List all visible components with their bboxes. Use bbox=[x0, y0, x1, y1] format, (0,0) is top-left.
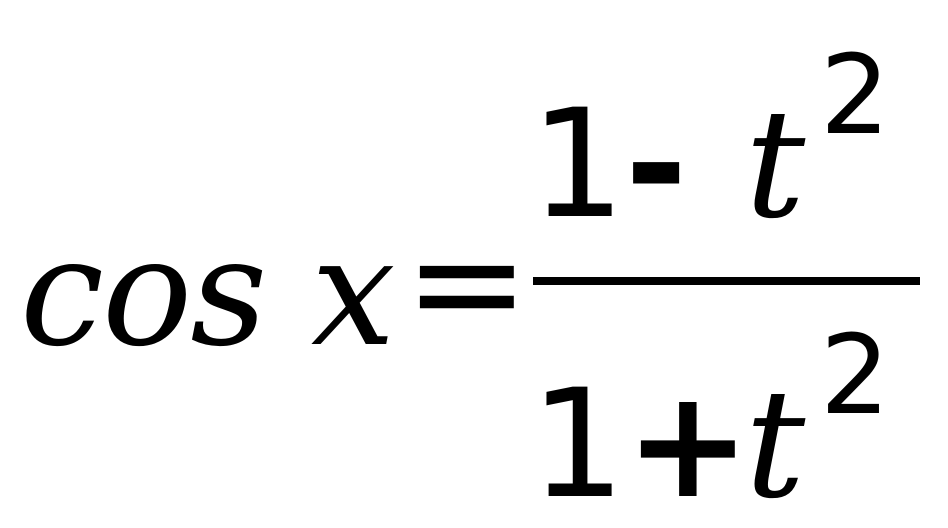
denominator-exponent: 2 bbox=[820, 311, 890, 439]
fraction-bar bbox=[533, 277, 920, 285]
numerator-minus: - bbox=[625, 78, 688, 252]
denominator-plus: + bbox=[625, 358, 751, 528]
numerator-one: 1 bbox=[530, 78, 626, 252]
numerator-exponent: 2 bbox=[820, 31, 890, 159]
numerator-variable: t bbox=[745, 78, 806, 252]
cos-x-term: cos x bbox=[20, 206, 396, 380]
denominator-variable: t bbox=[745, 358, 806, 528]
equals-sign: = bbox=[404, 196, 530, 370]
denominator-one: 1 bbox=[530, 358, 626, 528]
